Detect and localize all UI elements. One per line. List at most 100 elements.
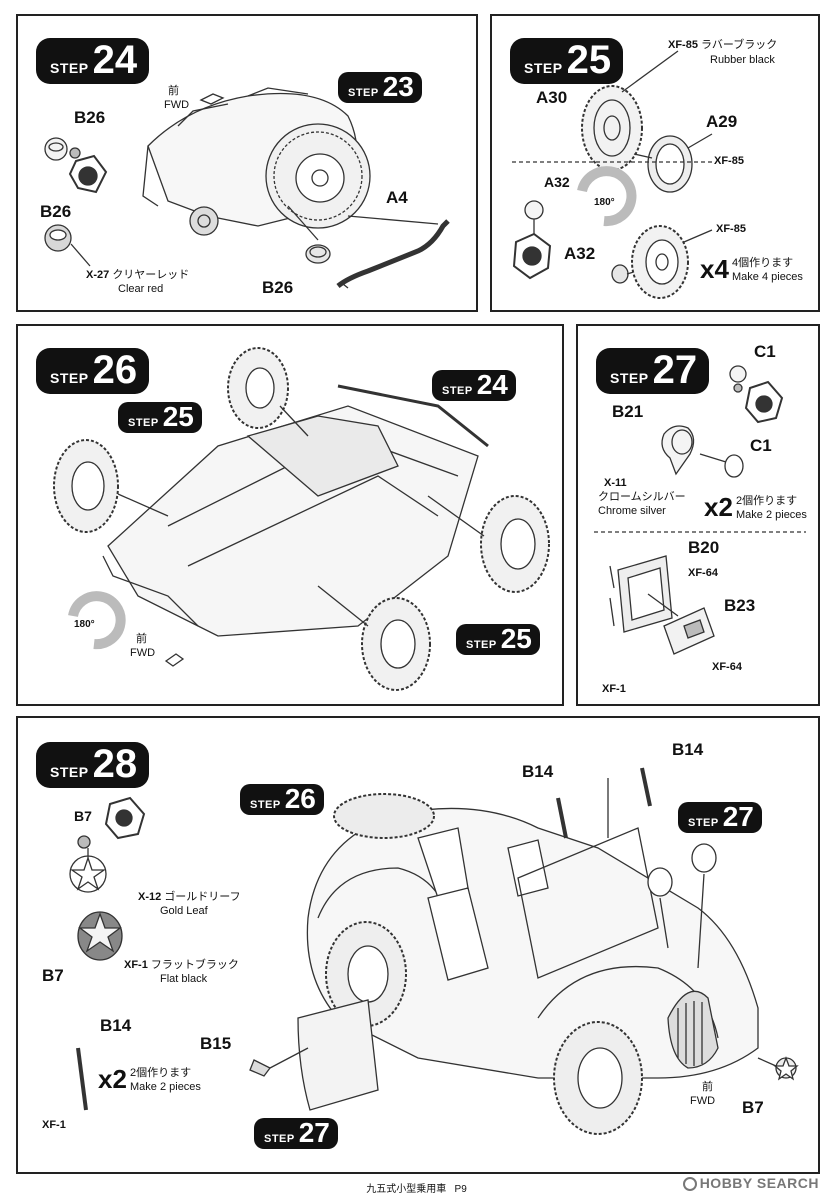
step-26-panel: STEP 26 STEP 24 STEP 25 STEP 25 180° 前 F… xyxy=(16,324,564,706)
step-word: STEP xyxy=(466,639,497,651)
part-label: A32 xyxy=(544,174,570,190)
fwd-jp: 前 xyxy=(168,85,179,97)
step-number: 27 xyxy=(298,1117,330,1148)
watermark-text: HOBBY SEARCH xyxy=(699,1175,819,1191)
step-number: 27 xyxy=(652,348,698,392)
paint-name-en: Gold Leaf xyxy=(160,905,208,917)
step-24-reference: STEP 24 xyxy=(432,370,516,401)
part-label: C1 xyxy=(750,436,772,455)
step-number: 24 xyxy=(92,38,138,82)
step-27-illustration xyxy=(594,365,806,655)
step-word: STEP xyxy=(688,817,719,829)
multiplier: x2 xyxy=(98,1064,127,1094)
step-24-panel: STEP 24 STEP 23 前 FWD B26 B26 A4 B26 X-2… xyxy=(16,14,478,312)
paint-code-xf85: XF-85 xyxy=(714,155,744,167)
paint-code-xf1: XF-1 xyxy=(602,683,626,695)
step-27-badge: STEP 27 xyxy=(596,348,710,394)
step-word: STEP xyxy=(348,87,379,99)
paint-code-xf1: XF-1 xyxy=(42,1119,66,1131)
part-label: A30 xyxy=(536,88,568,107)
part-label: B14 xyxy=(100,1016,132,1035)
paint-name-jp: ラバーブラック xyxy=(701,39,778,51)
paint-code: X-12 xyxy=(138,891,162,903)
paint-name-en: Flat black xyxy=(160,973,208,985)
step-26-reference: STEP 26 xyxy=(240,784,324,815)
rotate-180-label: 180° xyxy=(74,619,95,630)
step-word: STEP xyxy=(442,385,473,397)
paint-name-en: Clear red xyxy=(118,283,164,295)
step-number: 28 xyxy=(92,742,138,786)
part-label: B7 xyxy=(42,966,64,985)
step-number: 25 xyxy=(566,38,612,82)
paint-note: X-27 クリヤーレッド xyxy=(86,268,189,282)
make-count-jp: 4個作ります xyxy=(732,257,794,269)
multiplier: x2 xyxy=(704,492,733,522)
step-28-panel: STEP 28 STEP 26 STEP 27 STEP 27 B7 X-12 … xyxy=(16,716,820,1174)
step-number: 25 xyxy=(162,401,194,432)
step-26-illustration xyxy=(53,347,550,691)
fwd-jp: 前 xyxy=(136,633,147,645)
part-label: B26 xyxy=(74,108,106,127)
multiplier: x4 xyxy=(700,254,729,284)
paint-name-en: Chrome silver xyxy=(598,505,666,517)
paint-name-jp: クリヤーレッド xyxy=(112,269,190,281)
page-footer: 九五式小型乗用車 P9 xyxy=(0,1180,833,1195)
step-number: 25 xyxy=(500,623,532,654)
step-number: 24 xyxy=(476,369,508,400)
step-word: STEP xyxy=(50,60,89,76)
paint-note: XF-1 フラットブラック xyxy=(124,958,239,972)
step-word: STEP xyxy=(50,370,89,386)
part-label: B21 xyxy=(612,402,644,421)
step-27-reference: STEP 27 xyxy=(254,1118,338,1149)
step-25-reference: STEP 25 xyxy=(118,402,202,433)
make-count-en: Make 2 pieces xyxy=(130,1081,201,1093)
part-label: B26 xyxy=(40,202,72,221)
step-28-badge: STEP 28 xyxy=(36,742,150,788)
step-word: STEP xyxy=(250,799,281,811)
step-word: STEP xyxy=(610,370,649,386)
part-label: B14 xyxy=(672,740,704,759)
paint-code-xf64: XF-64 xyxy=(688,567,718,579)
paint-code: X-27 xyxy=(86,269,110,281)
fwd-label: FWD xyxy=(130,647,156,659)
model-title: 九五式小型乗用車 xyxy=(366,1184,447,1195)
paint-code: XF-1 xyxy=(124,959,148,971)
paint-name-en: Rubber black xyxy=(710,54,775,66)
step-word: STEP xyxy=(524,60,563,76)
watermark-logo-icon xyxy=(682,1177,697,1191)
step-word: STEP xyxy=(50,764,89,780)
step-27-reference: STEP 27 xyxy=(678,802,762,833)
paint-name-jp: ゴールドリーフ xyxy=(164,891,241,903)
step-25-panel: STEP 25 XF-85 ラバーブラック Rubber black A30 A… xyxy=(490,14,820,312)
part-label: B14 xyxy=(522,762,554,781)
step-25-badge: STEP 25 xyxy=(510,38,624,84)
make-count-en: Make 4 pieces xyxy=(732,271,803,283)
paint-code-xf85: XF-85 xyxy=(716,223,746,235)
paint-name-jp: フラットブラック xyxy=(150,959,239,971)
part-label: B7 xyxy=(74,808,92,824)
page-number: P9 xyxy=(454,1184,467,1195)
paint-note: XF-85 ラバーブラック xyxy=(668,38,777,52)
make-count-jp: 2個作ります xyxy=(130,1067,192,1079)
paint-note: X-12 ゴールドリーフ xyxy=(138,890,241,904)
part-label: B7 xyxy=(742,1098,764,1117)
part-label: B15 xyxy=(200,1034,232,1053)
step-25-reference: STEP 25 xyxy=(456,624,540,655)
paint-code: XF-85 xyxy=(668,39,698,51)
step-number: 26 xyxy=(92,348,138,392)
make-count-jp: 2個作ります xyxy=(736,495,798,507)
step-25-illustration xyxy=(512,50,713,299)
part-label: B20 xyxy=(688,538,720,557)
step-number: 23 xyxy=(382,71,414,102)
part-label: B23 xyxy=(724,596,756,615)
rotate-180-label: 180° xyxy=(594,197,615,208)
watermark: HOBBY SEARCH xyxy=(682,1175,819,1191)
paint-code: X-11 xyxy=(604,477,627,489)
step-27-panel: STEP 27 C1 B21 C1 X-11 クロームシルバー Chrome s… xyxy=(576,324,820,706)
step-word: STEP xyxy=(264,1133,295,1145)
step-28-illustration xyxy=(69,767,799,1135)
step-word: STEP xyxy=(128,417,159,429)
part-label: C1 xyxy=(754,342,776,361)
paint-name-jp: クロームシルバー xyxy=(598,491,686,503)
step-number: 26 xyxy=(284,783,316,814)
